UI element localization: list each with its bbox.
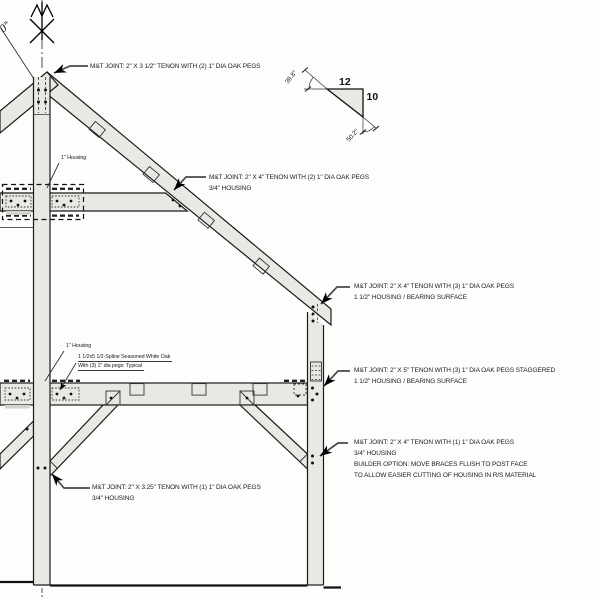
annotation-line: M&T JOINT: 2" X 4" TENON WITH (1) 1" DIA… — [354, 439, 514, 446]
annotation-girt-post-joint: M&T JOINT: 2" X 5" TENON WITH (3) 1" DIA… — [354, 365, 555, 387]
right-post-fill — [307, 312, 324, 585]
annotation-brace-post-joint-right: M&T JOINT: 2" X 4" TENON WITH (1) 1" DIA… — [354, 437, 536, 481]
girt-housing-detail — [4, 379, 306, 409]
right-knee-brace — [238, 404, 309, 471]
left-post-fill — [33, 77, 50, 585]
spline-note-line: 1 1/2x5 1/2-Spline Seasoned White Oak — [78, 354, 173, 362]
annotation-leaders — [51, 64, 350, 489]
upper-strut-beam — [0, 192, 189, 212]
dimension-fragment-label: 0" — [0, 20, 13, 35]
leader-brace-post-left — [51, 473, 90, 489]
annotation-line: 3/4" HOUSING — [354, 450, 397, 457]
spline-note-line: With (3) 1" dia pegs: Typical — [78, 363, 144, 371]
peak-dimension-leader — [1, 29, 35, 80]
housing-label-upper: 1" Housing — [61, 155, 87, 161]
leader-peak-joint — [53, 64, 88, 74]
left-knee-brace — [49, 404, 120, 478]
left-post-outline — [32, 77, 51, 586]
slope-rise-label: 10 — [367, 91, 379, 103]
annotation-line: 1 1/2" HOUSING / BEARING SURFACE — [354, 378, 467, 385]
tenon-outline-boxes — [5, 195, 80, 208]
annotation-line: M&T JOINT: 2" X 4" TENON WITH (3) 1" DIA… — [354, 283, 514, 290]
roof-slope-triangle: 12 10 39.8° 50.2° — [283, 67, 380, 144]
brace-housing-marks — [49, 453, 308, 470]
annotation-line: M&T JOINT: 2" X 4" TENON WITH (2) 1" DIA… — [209, 174, 369, 181]
annotation-peak-joint: M&T JOINT: 2" X 3 1/2" TENON WITH (2) 1"… — [90, 61, 261, 72]
slope-top-angle-label: 39.8° — [283, 68, 299, 85]
peak-joint-detail — [33, 77, 50, 115]
annotation-line: TO ALLOW EASIER CUTTING OF HOUSING IN R/… — [354, 472, 537, 479]
leader-strut-rafter — [173, 176, 206, 191]
leader-brace-post-right — [319, 442, 348, 457]
label-leaders — [44, 162, 77, 391]
sill-lines — [0, 580, 341, 589]
spline-detail — [310, 361, 322, 382]
spline-note: 1 1/2x5 1/2-Spline Seasoned White Oak Wi… — [78, 354, 173, 372]
slope-run-label: 12 — [339, 76, 351, 88]
annotation-line: 3/4" HOUSING — [92, 495, 135, 502]
rafter-pockets — [88, 120, 271, 275]
annotation-line: M&T JOINT: 2" X 3.25" TENON WITH (1) 1" … — [92, 484, 261, 491]
upper-strut-housing-detail — [1, 183, 85, 221]
partial-left-bay-brace — [0, 419, 35, 470]
leader-housing-lower — [44, 350, 65, 382]
section-marker-icon — [29, 2, 55, 44]
annotation-line: M&T JOINT: 2" X 3 1/2" TENON WITH (2) 1"… — [90, 63, 261, 70]
annotation-brace-post-joint-left: M&T JOINT: 2" X 3.25" TENON WITH (1) 1" … — [92, 482, 261, 504]
annotation-strut-rafter-joint: M&T JOINT: 2" X 4" TENON WITH (2) 1" DIA… — [209, 172, 369, 194]
right-post-joint-details — [310, 304, 322, 382]
annotation-line: 1 1/2" HOUSING / BEARING SURFACE — [354, 294, 467, 301]
housing-label-lower: 1" Housing — [66, 343, 92, 349]
housing-dashes-upper — [6, 187, 80, 217]
housing-shade — [5, 405, 30, 409]
oak-pegs — [8, 88, 319, 470]
annotation-line: M&T JOINT: 2" X 5" TENON WITH (3) 1" DIA… — [354, 367, 556, 374]
girt-pockets — [105, 383, 307, 406]
annotation-line: BUILDER OPTION: MOVE BRACES FLUSH TO POS… — [354, 461, 528, 468]
leader-housing-upper — [46, 162, 60, 189]
annotation-rafter-post-joint: M&T JOINT: 2" X 4" TENON WITH (3) 1" DIA… — [354, 281, 514, 303]
detail-callout-box — [1, 183, 85, 221]
housing-shade — [6, 211, 31, 215]
slope-bottom-angle-label: 50.2° — [345, 127, 361, 144]
leader-girt-post — [323, 370, 350, 387]
leader-rafter-post — [320, 286, 350, 305]
annotation-line: 3/4" HOUSING — [209, 185, 252, 192]
leader-spline-note — [59, 362, 77, 391]
